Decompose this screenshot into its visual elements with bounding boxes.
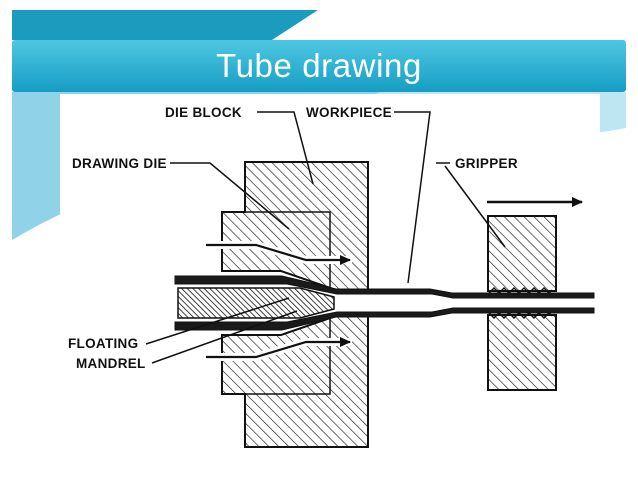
title-band <box>12 40 626 92</box>
flow-arrow-lower <box>206 337 351 359</box>
slide-title: Tube drawing <box>216 47 422 84</box>
label-floating: FLOATING <box>68 336 138 351</box>
leader-gripper <box>436 162 506 248</box>
label-drawing-die: DRAWING DIE <box>72 156 167 171</box>
label-workpiece: WORKPIECE <box>306 105 392 120</box>
tube-lower-wall <box>174 307 595 331</box>
top-wedge-shape <box>12 10 318 40</box>
label-die-block: DIE BLOCK <box>165 105 242 120</box>
gripper-teeth-upper <box>488 287 553 294</box>
label-gripper: GRIPPER <box>455 156 518 171</box>
gripper-jaw-upper <box>487 215 557 292</box>
flow-arrow-upper <box>206 243 351 265</box>
leader-floating-mandrel <box>145 297 298 364</box>
die-block-lower <box>221 315 369 448</box>
leader-drawing-die <box>170 162 290 230</box>
leader-die-block <box>257 111 314 185</box>
tube-upper-wall <box>174 275 595 299</box>
gripper-jaw-lower <box>487 314 557 391</box>
leader-workpiece <box>394 111 431 284</box>
gripper-teeth-lower <box>488 312 553 319</box>
label-mandrel: MANDREL <box>76 356 146 371</box>
floating-mandrel-shape <box>177 287 335 319</box>
